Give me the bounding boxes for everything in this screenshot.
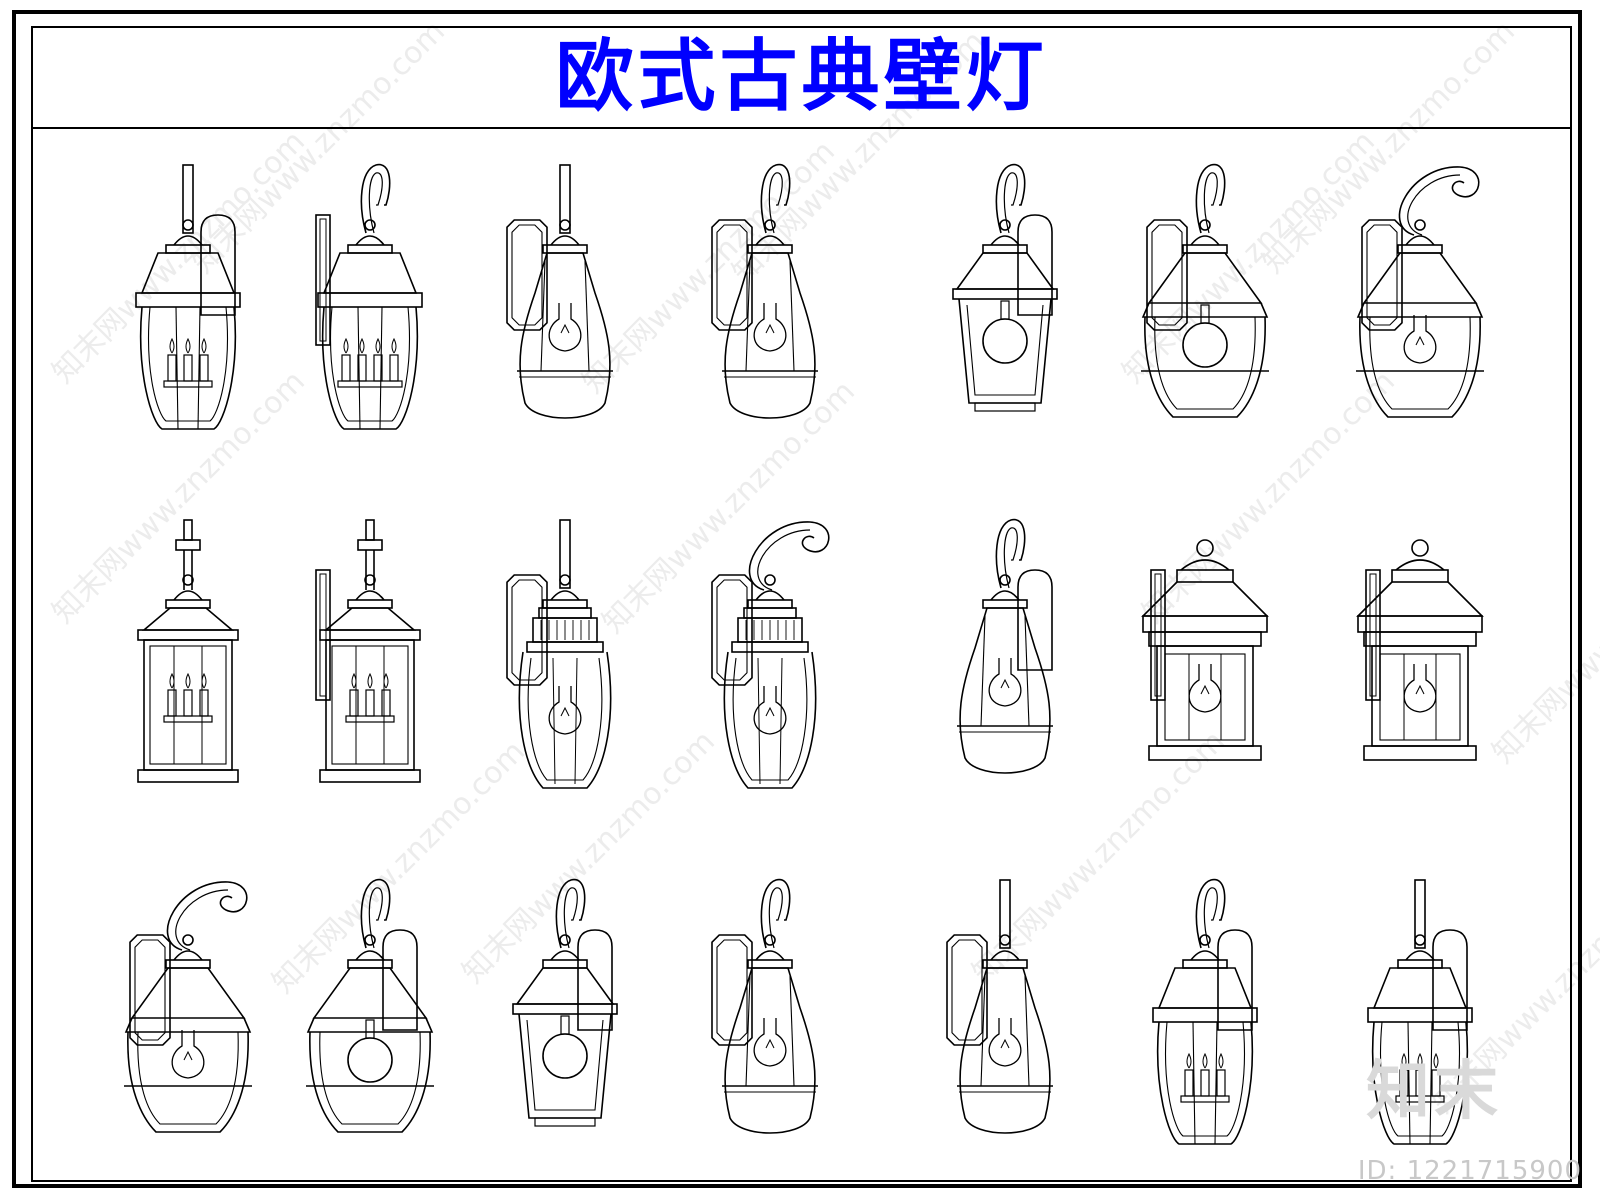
wall-lamp: [315, 164, 423, 430]
wall-lamp: [1141, 164, 1269, 418]
page-title: 欧式古典壁灯: [555, 30, 1048, 122]
wall-lamp: [1141, 539, 1269, 761]
wall-lamp: [957, 519, 1053, 774]
wall-lamp: [124, 881, 252, 1133]
wall-lamp: [506, 164, 613, 419]
outer-frame: [12, 10, 1582, 1188]
wall-lamp: [1367, 879, 1473, 1145]
wall-lamp: [711, 164, 818, 419]
wall-lamp: [306, 879, 434, 1133]
wall-lamp: [946, 879, 1053, 1134]
wall-lamp: [1356, 539, 1484, 761]
wall-lamp: [506, 519, 612, 789]
wall-lamp: [952, 164, 1058, 412]
wall-lamp: [711, 521, 830, 789]
title-bar: 欧式古典壁灯: [31, 26, 1572, 129]
watermark-id: ID: 1221715900: [1357, 1156, 1582, 1186]
wall-lamp: [315, 519, 421, 783]
inner-frame: [31, 26, 1572, 1182]
wall-lamp: [1356, 166, 1484, 418]
watermark-brand: 知末: [1366, 1055, 1502, 1129]
wall-lamp: [711, 879, 818, 1134]
wall-lamp: [1152, 879, 1258, 1145]
wall-lamp: [137, 519, 239, 783]
wall-lamp: [512, 879, 618, 1127]
wall-lamp: [135, 164, 241, 430]
